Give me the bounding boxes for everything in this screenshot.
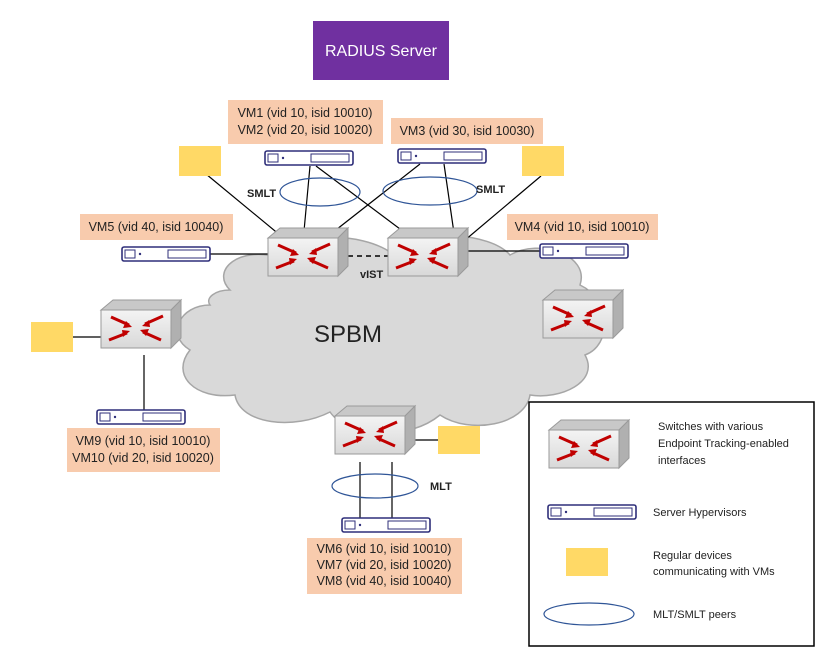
legend-switch-line: Switches with various (658, 421, 764, 433)
regular-device-top-left (179, 146, 221, 176)
vm-box-top-right: VM3 (vid 30, isid 10030) (391, 118, 543, 144)
switch-bottom (333, 404, 417, 456)
legend-mlt-label: MLT/SMLT peers (653, 609, 737, 621)
legend-switch-icon (547, 418, 631, 470)
switch-right (541, 288, 625, 340)
regular-device-top-right (522, 146, 564, 176)
vm-line: VM2 (vid 20, isid 10020) (238, 123, 373, 137)
radius-server-box (313, 21, 449, 80)
vm-box-top-left: VM1 (vid 10, isid 10010) VM2 (vid 20, is… (228, 100, 383, 144)
spbm-label: SPBM (314, 321, 382, 348)
vm-line: VM1 (vid 10, isid 10010) (238, 106, 373, 120)
regular-device-left (31, 322, 73, 352)
hypervisor-top-left (264, 150, 354, 166)
mlt-label: MLT (430, 481, 452, 493)
hypervisor-bottom-left (96, 409, 186, 425)
legend-hypervisor-icon (547, 504, 637, 520)
legend-switch-line: interfaces (658, 455, 706, 467)
vm-line: VM4 (vid 10, isid 10010) (515, 220, 650, 234)
legend-hypervisor-label: Server Hypervisors (653, 507, 747, 519)
vm-line: VM7 (vid 20, isid 10020) (317, 558, 452, 572)
regular-device-bottom (438, 426, 480, 454)
vm-box-bottom: VM6 (vid 10, isid 10010) VM7 (vid 20, is… (307, 538, 462, 594)
hypervisor-right (539, 243, 629, 259)
smlt-right-label: SMLT (476, 184, 505, 196)
vm-line: VM6 (vid 10, isid 10010) (317, 542, 452, 556)
hypervisor-top-right (397, 148, 487, 164)
legend-device-line: Regular devices (653, 550, 732, 562)
hypervisor-bottom (341, 517, 431, 533)
legend-device-line: communicating with VMs (653, 566, 775, 578)
legend-mlt-ellipse (543, 602, 635, 626)
vm-line: VM10 (vid 20, isid 10020) (72, 451, 214, 465)
legend: Switches with various Endpoint Tracking-… (528, 401, 815, 647)
smlt-left-label: SMLT (247, 188, 276, 200)
switch-left (99, 298, 183, 350)
vm-box-right: VM4 (vid 10, isid 10010) (507, 214, 658, 240)
vm-line: VM8 (vid 40, isid 10040) (317, 574, 452, 588)
vm-line: VM3 (vid 30, isid 10030) (400, 124, 535, 138)
legend-switch-line: Endpoint Tracking-enabled (658, 438, 789, 450)
switch-top-left (266, 226, 350, 278)
radius-server-label: RADIUS Server (325, 43, 438, 60)
hypervisor-left (121, 246, 211, 262)
vm-line: VM5 (vid 40, isid 10040) (89, 220, 224, 234)
vm-box-bottom-left: VM9 (vid 10, isid 10010) VM10 (vid 20, i… (67, 428, 220, 472)
vist-label: vIST (360, 269, 384, 281)
smlt-left-ellipse (279, 177, 361, 207)
vm-line: VM9 (vid 10, isid 10010) (76, 434, 211, 448)
mlt-ellipse (331, 473, 419, 499)
vm-box-left: VM5 (vid 40, isid 10040) (80, 214, 233, 240)
switch-top-right (386, 226, 470, 278)
legend-device-swatch (566, 548, 608, 576)
smlt-right-ellipse (382, 176, 478, 206)
